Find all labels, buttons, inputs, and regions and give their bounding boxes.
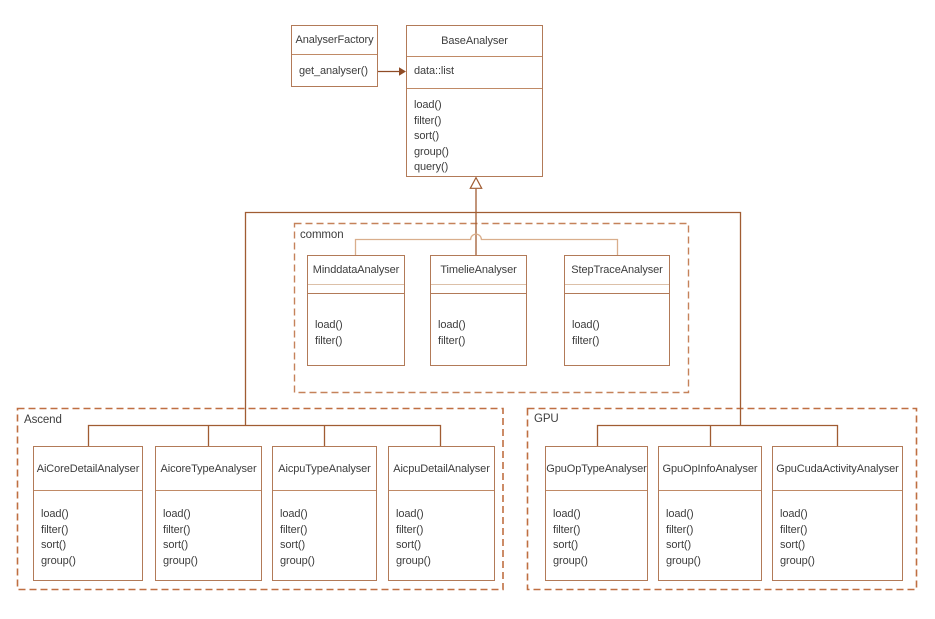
method-label: group() [163, 554, 198, 567]
group-label-gpu: GPU [534, 413, 559, 425]
method-label: sort() [414, 130, 440, 142]
attributes-compartment: data::list [407, 57, 542, 89]
method-label: sort() [163, 539, 189, 551]
method-label: query() [414, 161, 449, 173]
class-step-trace-analyser: StepTraceAnalyser load() filter() [564, 255, 670, 366]
class-gpu-op-type-analyser: GpuOpTypeAnalyser load() filter() sort()… [545, 446, 648, 581]
method-label: group() [41, 554, 76, 567]
method-label: load() [438, 319, 466, 331]
methods-compartment: load() filter() [308, 294, 404, 349]
method-label: filter() [438, 334, 466, 347]
method-label: load() [553, 508, 581, 520]
method-label: group() [553, 554, 588, 567]
method-label: group() [396, 554, 431, 567]
method-label: group() [414, 145, 449, 158]
methods-compartment: load() filter() sort() group() [659, 491, 761, 569]
ascend-inheritance-line [87, 424, 442, 446]
method-label: load() [396, 508, 424, 520]
class-title: AicpuDetailAnalyser [389, 447, 494, 491]
attributes-compartment [565, 285, 669, 294]
methods-compartment: load() filter() [565, 294, 669, 349]
methods-compartment: load() filter() sort() group() [34, 491, 142, 569]
method-label: filter() [666, 523, 694, 536]
method-label: group() [280, 554, 315, 567]
class-title: AnalyserFactory [292, 26, 377, 55]
method-label: load() [572, 319, 600, 331]
class-analyser-factory: AnalyserFactory get_analyser() [291, 25, 378, 87]
gpu-inheritance-line [596, 424, 839, 446]
method-label: get_analyser() [299, 65, 368, 77]
class-aicpu-type-analyser: AicpuTypeAnalyser load() filter() sort()… [272, 446, 377, 581]
method-label: filter() [163, 523, 191, 536]
method-label: load() [315, 319, 343, 331]
class-title: GpuCudaActivityAnalyser [773, 447, 902, 491]
generalization-triangle [469, 176, 483, 189]
class-timelie-analyser: TimelieAnalyser load() filter() [430, 255, 527, 366]
method-label: filter() [553, 523, 581, 536]
class-title: MinddataAnalyser [308, 256, 404, 285]
class-title: GpuOpInfoAnalyser [659, 447, 761, 491]
class-gpu-op-info-analyser: GpuOpInfoAnalyser load() filter() sort()… [658, 446, 762, 581]
method-label: load() [666, 508, 694, 520]
method-label: filter() [396, 523, 424, 536]
method-label: load() [280, 508, 308, 520]
class-gpu-cuda-activity-analyser: GpuCudaActivityAnalyser load() filter() … [772, 446, 903, 581]
group-label-ascend: Ascend [24, 414, 62, 426]
method-label: sort() [280, 539, 306, 551]
class-aicore-type-analyser: AicoreTypeAnalyser load() filter() sort(… [155, 446, 262, 581]
method-label: filter() [315, 334, 343, 347]
method-label: load() [163, 508, 191, 520]
class-minddata-analyser: MinddataAnalyser load() filter() [307, 255, 405, 366]
class-title: TimelieAnalyser [431, 256, 526, 285]
class-aicpu-detail-analyser: AicpuDetailAnalyser load() filter() sort… [388, 446, 495, 581]
class-title: StepTraceAnalyser [565, 256, 669, 285]
association-arrowhead [399, 67, 406, 76]
methods-compartment: load() filter() sort() group() [389, 491, 494, 569]
methods-compartment: load() filter() sort() group() [546, 491, 647, 569]
method-label: sort() [780, 539, 806, 551]
class-title: GpuOpTypeAnalyser [546, 447, 647, 491]
method-label: sort() [666, 539, 692, 551]
attribute-label: data::list [414, 65, 454, 77]
method-label: filter() [572, 334, 600, 347]
methods-compartment: load() filter() sort() group() [156, 491, 261, 569]
class-aicore-detail-analyser: AiCoreDetailAnalyser load() filter() sor… [33, 446, 143, 581]
method-label: filter() [280, 523, 308, 536]
method-label: load() [414, 99, 442, 111]
class-base-analyser: BaseAnalyser data::list load() filter() … [406, 25, 543, 177]
methods-compartment: load() filter() sort() group() [773, 491, 902, 569]
method-label: load() [41, 508, 69, 520]
methods-compartment: load() filter() [431, 294, 526, 349]
attributes-compartment [308, 285, 404, 294]
class-title: AiCoreDetailAnalyser [34, 447, 142, 491]
class-title: AicpuTypeAnalyser [273, 447, 376, 491]
methods-compartment: load() filter() sort() group() query() [407, 89, 542, 176]
group-label-common: common [300, 229, 344, 241]
class-title: AicoreTypeAnalyser [156, 447, 261, 491]
class-title: BaseAnalyser [407, 26, 542, 57]
method-label: sort() [553, 539, 579, 551]
method-label: filter() [41, 523, 69, 536]
method-label: sort() [41, 539, 67, 551]
method-label: sort() [396, 539, 422, 551]
method-label: group() [666, 554, 701, 567]
method-label: group() [780, 554, 815, 567]
method-label: load() [780, 508, 808, 520]
common-inheritance-line [354, 233, 619, 255]
methods-compartment: load() filter() sort() group() [273, 491, 376, 569]
method-label: filter() [780, 523, 808, 536]
attributes-compartment [431, 285, 526, 294]
method-label: filter() [414, 114, 442, 127]
